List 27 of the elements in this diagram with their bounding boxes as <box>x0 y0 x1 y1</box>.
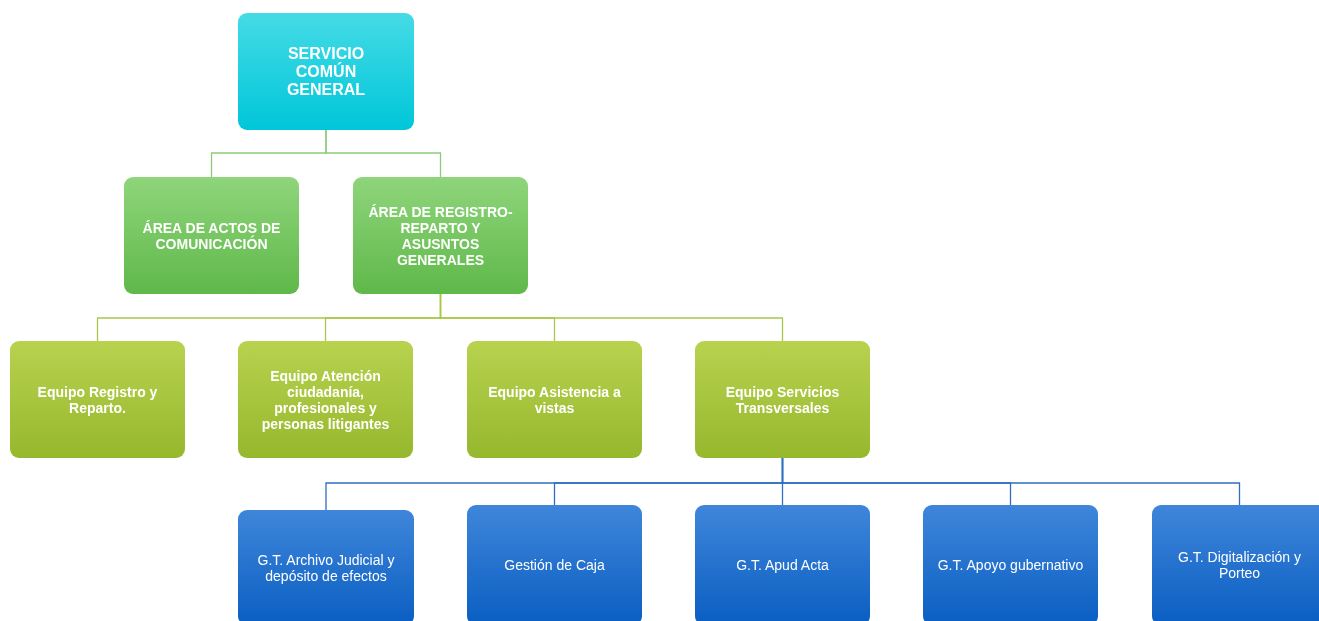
group-box <box>923 505 1098 621</box>
group-box <box>238 510 414 621</box>
team-box <box>10 341 185 458</box>
connector-line <box>781 457 1241 506</box>
unit-name: ÁREA DE REGISTRO-REPARTO Y ASUSNTOS GENERALES <box>367 203 514 268</box>
unit-box <box>238 13 414 130</box>
group-box <box>695 505 870 621</box>
unit-name: SERVICIO COMÚN GENERAL <box>285 44 367 99</box>
unit-name: Equipo Asistencia a vistas <box>487 383 622 416</box>
connector-line <box>439 293 784 342</box>
unit-name: Equipo Atención ciudadanía, profesionales y personas litigantes <box>260 367 391 432</box>
unit-name: G.T. Archivo Judicial y depósito de efectos <box>256 551 396 584</box>
unit-name: G.T. Digitalización y Porteo <box>1177 549 1302 581</box>
unit-name: G.T. Apud Acta <box>736 557 829 573</box>
group-box <box>467 505 642 621</box>
group-box <box>1152 505 1319 621</box>
unit-name: Gestión de Caja <box>504 557 605 573</box>
area-box <box>124 177 299 294</box>
unit-name: Equipo Servicios Transversales <box>724 383 841 416</box>
team-box <box>695 341 870 458</box>
unit-name: G.T. Apoyo gubernativo <box>937 557 1084 573</box>
team-box <box>238 341 413 458</box>
unit-name: ÁREA DE ACTOS DE COMUNICACIÓN <box>141 219 282 252</box>
unit-name: Equipo Registro y Reparto. <box>36 383 159 416</box>
connector-line <box>325 129 442 178</box>
team-box <box>467 341 642 458</box>
area-box <box>353 177 528 294</box>
